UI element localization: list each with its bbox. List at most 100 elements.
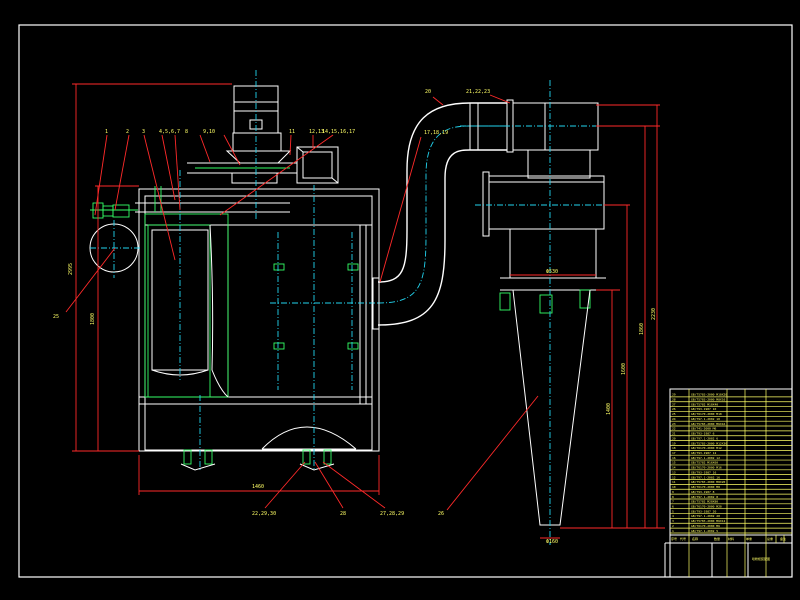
drawing-frame bbox=[18, 24, 793, 578]
title-block-header-cell: 备注 bbox=[780, 536, 786, 541]
title-block-row-number: 24 bbox=[672, 417, 676, 421]
part-label: 9,10 bbox=[203, 129, 215, 135]
title-block-row-number: 15 bbox=[672, 461, 676, 465]
cyclone-cone bbox=[512, 289, 591, 526]
title-block-row-number: 20 bbox=[672, 436, 676, 440]
part-label: 3 bbox=[142, 129, 145, 135]
title-block-row-number: 9 bbox=[672, 490, 674, 494]
part-label: 11 bbox=[289, 129, 295, 135]
title-block-row: GB/T93-1987 16 bbox=[691, 470, 716, 474]
title-block-header-cell: 材料 bbox=[728, 536, 734, 541]
title-block-row-number: 29 bbox=[672, 393, 676, 397]
title-block-row-number: 19 bbox=[672, 441, 676, 445]
title-block-row: GB/T97.1-2002 12 bbox=[691, 456, 720, 460]
title-block-row: GB/T5782 M16X60 bbox=[691, 461, 718, 465]
cyclone-assembly bbox=[460, 80, 620, 545]
title-block-row: GB/T5782 M20X80 bbox=[691, 500, 718, 504]
part-label: 27,28,29 bbox=[380, 511, 404, 517]
title-block-row: GB/T6170-2000 M8 bbox=[691, 485, 720, 489]
part-label: 2 bbox=[126, 129, 129, 135]
booth-assembly bbox=[89, 85, 380, 471]
title-block-row: GB/T6170-2000 M20 bbox=[691, 504, 722, 508]
part-label: 25 bbox=[53, 314, 59, 320]
dim-left-box: 1800 bbox=[90, 313, 96, 325]
dim-right-4: 2230 bbox=[651, 308, 657, 320]
title-block-row: GB/T97.1-2002 8 bbox=[691, 495, 718, 499]
title-block-row-number: 11 bbox=[672, 480, 676, 484]
title-block-row-number: 8 bbox=[672, 495, 674, 499]
title-block-footer: 喷粉柜装配图 bbox=[752, 556, 770, 561]
title-block-row: GB/T5783-2000 M10X20 bbox=[691, 393, 727, 397]
title-block-row: GB/T93-1987 10 bbox=[691, 407, 716, 411]
title-block-row-number: 6 bbox=[672, 504, 674, 508]
title-block-row: GB/T97.1-2002 5 bbox=[691, 529, 718, 533]
title-block-row-number: 10 bbox=[672, 485, 676, 489]
title-block-row: GB/T5783-2000 M8X20 bbox=[691, 480, 726, 484]
dim-left-total: 2995 bbox=[68, 263, 74, 275]
title-block-row-number: 28 bbox=[672, 398, 676, 402]
title-block-row: GB/T41-2000 M6 bbox=[691, 427, 716, 431]
dim-cyl-width: Ф530 bbox=[546, 269, 558, 275]
title-block-row-number: 23 bbox=[672, 422, 676, 426]
title-block-header-cell: 单重 bbox=[746, 536, 752, 541]
title-block-row-number: 14 bbox=[672, 466, 676, 470]
title-block-header-cell: 序号 bbox=[671, 536, 677, 541]
title-block-row-number: 16 bbox=[672, 456, 676, 460]
dim-bottom-width: 1460 bbox=[252, 484, 264, 490]
cyclone-cylinder bbox=[488, 175, 605, 230]
dim-right-3: 1860 bbox=[639, 323, 645, 335]
dim-cone-outlet: Ф160 bbox=[546, 539, 558, 545]
title-block-row: GB/T93-1987 6 bbox=[691, 432, 715, 436]
title-block-row-number: 3 bbox=[672, 519, 674, 523]
title-block-row-number: 4 bbox=[672, 514, 674, 518]
title-block-row-number: 27 bbox=[672, 402, 676, 406]
title-block-row: GB/T93-1987 20 bbox=[691, 509, 716, 513]
booth-cabinet bbox=[138, 188, 380, 452]
title-block-row-number: 25 bbox=[672, 412, 676, 416]
part-label: 12,13 bbox=[309, 129, 324, 135]
title-block-row-number: 12 bbox=[672, 475, 676, 479]
title-block-row: GB/T5783-2000 M8X16 bbox=[691, 398, 726, 402]
title-block-row: GB/T97.1-2002 6 bbox=[691, 436, 718, 440]
title-block-row: GB/T97.1-2002 10 bbox=[691, 417, 720, 421]
title-block-row: GB/T93-1987 8 bbox=[691, 490, 715, 494]
title-block-row-number: 7 bbox=[672, 500, 674, 504]
title-block-header-cell: 代号 bbox=[680, 536, 686, 541]
title-block-row: GB/T93-1987 12 bbox=[691, 451, 716, 455]
title-block-row-number: 5 bbox=[672, 509, 674, 513]
title-block-row: GB/T6170-2000 M10 bbox=[691, 412, 722, 416]
title-block-row: GB/T97.1-2002 20 bbox=[691, 514, 720, 518]
title-block-row: GB/T6170-2000 M16 bbox=[691, 466, 722, 470]
title-block-header-cell: 总重 bbox=[767, 536, 773, 541]
title-block-row-number: 18 bbox=[672, 446, 676, 450]
title-block-header-cell: 数量 bbox=[714, 536, 720, 541]
title-block-row-number: 13 bbox=[672, 470, 676, 474]
title-block-header-cell: 名称 bbox=[692, 536, 698, 541]
dimension-texts: 2995 1800 1460 Ф530 Ф160 1400 1600 1860 … bbox=[68, 263, 657, 545]
title-block-header: 序号代号 名称 数量 材料 单重 总重 备注 bbox=[671, 536, 786, 541]
part-label: 4,5,6,7 bbox=[159, 129, 180, 135]
title-block-row-number: 21 bbox=[672, 432, 676, 436]
part-label: 22,29,30 bbox=[252, 511, 276, 517]
part-label: 14,15,16,17 bbox=[322, 129, 355, 135]
title-block-row-number: 17 bbox=[672, 451, 676, 455]
part-label: 8 bbox=[185, 129, 188, 135]
cyclone-outlet-pipe bbox=[512, 102, 599, 151]
part-labels: 1 2 3 4,5,6,7 8 9,10 11 12,13 14,15,16,1… bbox=[53, 89, 490, 517]
title-block-row-number: 1 bbox=[672, 529, 674, 533]
title-block-row-number: 2 bbox=[672, 524, 674, 528]
dim-right-2: 1600 bbox=[621, 363, 627, 375]
part-label: 28 bbox=[340, 511, 346, 517]
part-label: 26 bbox=[438, 511, 444, 517]
dim-right-1: 1400 bbox=[606, 403, 612, 415]
title-block-row-number: 22 bbox=[672, 427, 676, 431]
title-block-row: GB/T5783-2000 M6X16 bbox=[691, 422, 726, 426]
part-label: 17,18,19 bbox=[424, 130, 448, 136]
part-label: 21,22,23 bbox=[466, 89, 490, 95]
title-block-row: GB/T6170-2000 M6 bbox=[691, 524, 720, 528]
title-block-row: GB/T5783-2000 M6X12 bbox=[691, 519, 726, 523]
title-block-row-number: 26 bbox=[672, 407, 676, 411]
